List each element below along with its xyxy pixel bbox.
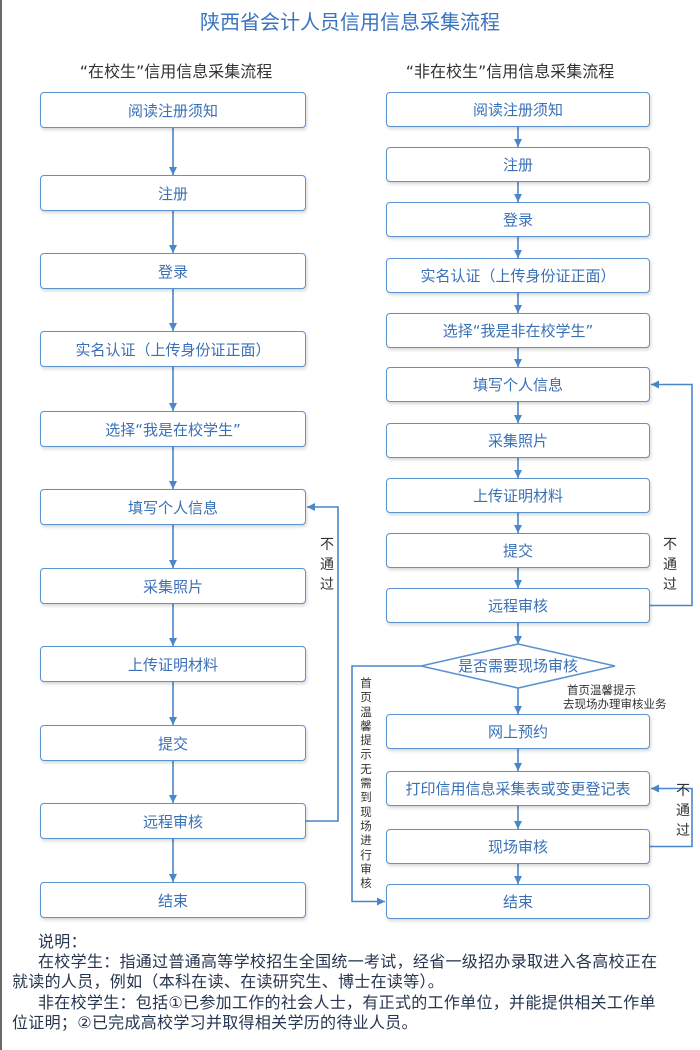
non-school-onsite-reject-label: 不通过	[676, 783, 690, 839]
onsite-review-hint-line: 首页温馨提示	[567, 683, 636, 697]
notes-line: 非在校学生：包括①已参加工作的社会人士，有正式的工作单位，并能提供相关工作单	[38, 992, 656, 1012]
page-left-border	[0, 0, 2, 1050]
non-school-step-upload-proof: 上传证明材料	[386, 478, 650, 513]
onsite-review-hint-line: 去现场办理审核业务	[563, 697, 667, 711]
notes-heading: 说明：	[38, 932, 87, 951]
in-school-step-read-registration-notice: 阅读注册须知	[40, 92, 306, 128]
non-school-step-onsite-review: 现场审核	[386, 829, 650, 864]
non-school-reject-loop	[650, 380, 693, 607]
no-onsite-review-hint: 首页温馨提示无需到现场进行审核	[360, 676, 372, 891]
non-school-step-end: 结束	[386, 884, 650, 919]
non-school-decision-label: 是否需要现场审核	[457, 657, 578, 675]
non-school-decision-diamond	[420, 643, 616, 689]
non-school-flow-heading: “非在校生”信用信息采集流程	[405, 62, 615, 81]
notes-section: 说明： 在校学生：指通过普通高等学校招生全国统一考试，经省一级招办录取进入各高校…	[12, 932, 657, 1033]
non-school-step-read-registration-notice: 阅读注册须知	[386, 92, 650, 127]
non-school-step-submit: 提交	[386, 533, 650, 568]
non-school-step-real-name-verification: 实名认证（上传身份证正面）	[386, 258, 650, 293]
in-school-reject-label: 不通过	[320, 537, 334, 593]
non-school-step-fill-personal-info: 填写个人信息	[386, 367, 650, 402]
page-title: 陕西省会计人员信用信息采集流程	[200, 10, 500, 34]
non-school-step-login: 登录	[386, 202, 650, 237]
in-school-flow-heading: “在校生”信用信息采集流程	[79, 62, 273, 81]
in-school-reject-loop	[306, 503, 339, 822]
notes-line: 位证明；②已完成高校学习并取得相关学历的待业人员。	[12, 1012, 418, 1032]
in-school-step-end: 结束	[40, 882, 306, 918]
non-school-step-capture-photo: 采集照片	[386, 423, 650, 458]
notes-line: 在校学生：指通过普通高等学校招生全国统一考试，经省一级招办录取进入各高校正在	[38, 952, 658, 972]
in-school-step-register: 注册	[40, 175, 306, 211]
in-school-step-real-name-verification: 实名认证（上传身份证正面）	[40, 331, 306, 367]
onsite-review-hint: 首页温馨提示 去现场办理审核业务	[563, 683, 667, 711]
non-school-reject-label: 不通过	[663, 537, 677, 593]
in-school-step-fill-personal-info: 填写个人信息	[40, 489, 306, 525]
non-school-step-online-appointment: 网上预约	[386, 714, 650, 749]
non-school-step-register: 注册	[386, 147, 650, 182]
non-school-step-print-forms: 打印信用信息采集表或变更登记表	[386, 771, 650, 806]
notes-line: 就读的人员，例如（本科在读、在读研究生、博士在读等）。	[12, 972, 445, 992]
non-school-onsite-reject-loop	[650, 784, 693, 848]
in-school-step-upload-proof: 上传证明材料	[40, 646, 306, 682]
in-school-step-submit: 提交	[40, 725, 306, 761]
in-school-step-remote-review: 远程审核	[40, 803, 306, 839]
non-school-step-select-student-type: 选择“我是非在校学生”	[386, 313, 650, 348]
in-school-step-login: 登录	[40, 253, 306, 289]
non-school-step-remote-review: 远程审核	[386, 588, 650, 623]
non-school-decision-no-branch	[351, 665, 421, 906]
in-school-step-capture-photo: 采集照片	[40, 568, 306, 604]
in-school-step-select-student-type: 选择“我是在校学生”	[40, 411, 306, 447]
